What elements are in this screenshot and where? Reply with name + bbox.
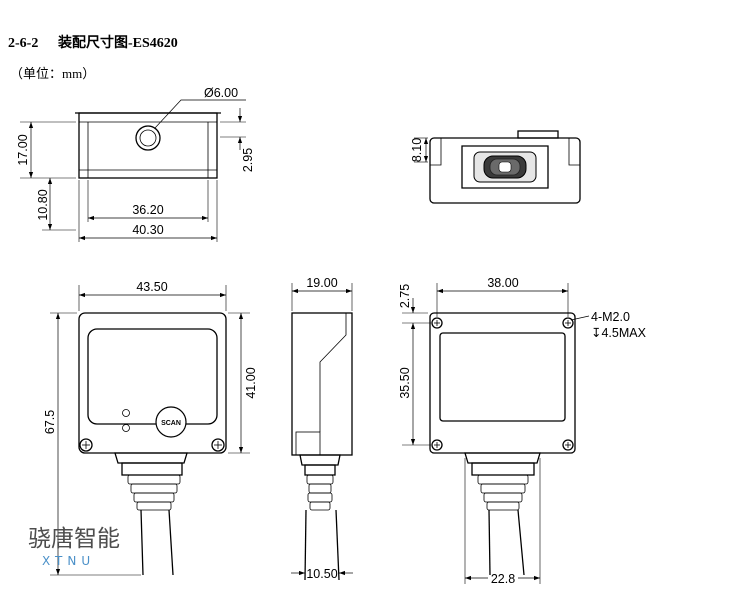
front-view: SCAN	[78, 312, 227, 576]
back-view-body	[429, 312, 576, 454]
brand-watermark: 骁唐智能 XTNU	[28, 526, 120, 568]
dim-label: Ø6.00	[204, 86, 238, 100]
dim-label: 43.50	[136, 280, 167, 294]
dim-label: 22.8	[491, 572, 515, 586]
dim-front-width: 43.50	[78, 280, 227, 311]
section-title: 装配尺寸图-ES4620	[57, 34, 178, 51]
dim-back-top-offset: 2.75	[398, 284, 428, 314]
dim-back-hole-spacing: 35.50	[398, 322, 431, 446]
dim-top-height: 17.00	[16, 121, 76, 179]
side-cable-gland	[299, 454, 341, 511]
dim-label: 2.75	[398, 284, 412, 308]
dim-label: 38.00	[487, 276, 518, 290]
window-view	[429, 130, 581, 204]
dim-side-width: 19.00	[291, 276, 353, 311]
dim-top-depth: 10.80	[36, 178, 76, 231]
window-view-body	[429, 137, 581, 204]
dim-label: 67.5	[43, 410, 57, 434]
back-view-panel	[439, 332, 566, 422]
window-view-frame	[461, 145, 549, 189]
back-cable-gland	[464, 452, 541, 511]
front-cable-edge	[168, 509, 174, 576]
dim-top-inner-width: 36.20	[87, 180, 209, 222]
hole-leader	[154, 99, 246, 129]
dim-label: 17.00	[16, 134, 30, 165]
section-number: 2-6-2	[8, 36, 38, 51]
top-view-hole-inner	[139, 129, 157, 147]
dim-label: 10.50	[306, 567, 337, 581]
dim-front-body-height: 41.00	[228, 312, 258, 454]
side-view-body	[291, 312, 353, 456]
screw-leader	[570, 315, 590, 321]
dim-back-gland-width: 22.8	[464, 458, 541, 586]
front-view-body	[78, 312, 227, 454]
side-view-base-step	[295, 431, 321, 456]
unit-note: （单位：mm）	[10, 66, 95, 81]
dim-label: 40.30	[132, 223, 163, 237]
dim-top-offset: 2.95	[220, 108, 255, 172]
back-cable-edge	[517, 509, 525, 576]
front-view-window-panel	[87, 328, 218, 425]
top-view-hole-outer	[135, 125, 161, 151]
dim-front-total-height: 67.5	[43, 312, 141, 576]
led-indicator	[122, 409, 130, 417]
dim-side-cable-width: 10.50	[291, 567, 353, 581]
screw-callout: 4-M2.0 ↧4.5MAX	[570, 310, 647, 340]
led-indicator	[122, 424, 130, 432]
dim-label: 2.95	[241, 148, 255, 172]
dim-label: 19.00	[306, 276, 337, 290]
side-view-bevel	[319, 313, 347, 432]
dim-label: 10.80	[36, 189, 50, 220]
dim-label: 35.50	[398, 367, 412, 398]
dim-label: 41.00	[244, 367, 258, 398]
brand-name-en: XTNU	[42, 554, 95, 568]
window-view-top-tab	[517, 130, 559, 139]
top-view	[75, 112, 221, 179]
back-cable-edge	[488, 509, 491, 576]
side-cable-edge	[335, 509, 340, 581]
scan-button-label: SCAN	[161, 420, 181, 427]
screw-icon	[211, 438, 225, 452]
side-cable-edge	[304, 509, 307, 581]
window-view-left-notch	[430, 138, 442, 166]
screw-icon	[79, 438, 93, 452]
dim-top-outer-width: 40.30	[78, 180, 218, 242]
dim-back-width: 38.00	[436, 276, 569, 317]
side-view	[291, 312, 353, 581]
dim-label: 36.20	[132, 203, 163, 217]
brand-name-cn: 骁唐智能	[28, 526, 120, 552]
dim-hole-diameter: Ø6.00	[154, 86, 246, 129]
front-cable-edge	[140, 509, 144, 576]
screw-icon	[431, 439, 443, 451]
screw-icon	[431, 317, 443, 329]
dim-window-height: 8.10	[410, 137, 429, 163]
dim-label: 8.10	[410, 138, 424, 162]
top-view-body	[78, 112, 218, 179]
front-cable-gland	[114, 452, 188, 511]
lens-center	[498, 161, 512, 173]
scan-button	[155, 406, 187, 438]
screw-icon	[562, 317, 574, 329]
back-view	[429, 312, 576, 576]
screw-icon	[562, 439, 574, 451]
screw-spec: 4-M2.0	[591, 310, 630, 324]
screw-depth: ↧4.5MAX	[591, 326, 647, 340]
window-view-right-notch	[568, 138, 580, 166]
